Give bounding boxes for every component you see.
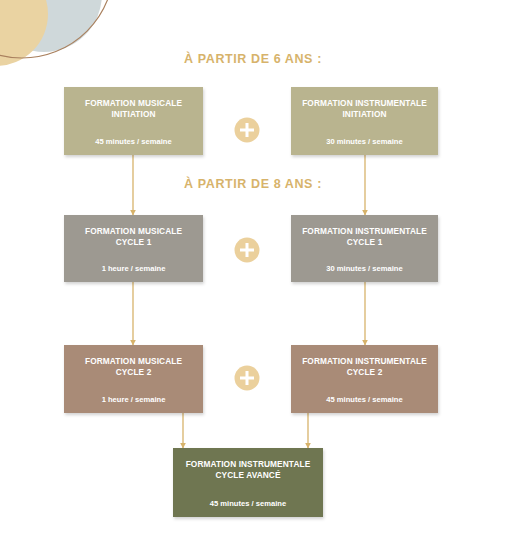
course-box: FORMATION INSTRUMENTALE CYCLE 1 30 minute… <box>291 215 438 282</box>
course-duration: 45 minutes / semaine <box>326 395 402 404</box>
course-box: FORMATION INSTRUMENTALE INITIATION 30 min… <box>291 87 438 155</box>
course-title: FORMATION INSTRUMENTALE CYCLE 2 <box>297 356 432 378</box>
course-title: FORMATION INSTRUMENTALE CYCLE AVANCÉ <box>179 459 317 481</box>
plus-symbol <box>235 366 260 391</box>
plus-symbol <box>235 118 260 143</box>
age-heading: À PARTIR DE 8 ANS : <box>184 177 322 191</box>
flow-arrow <box>182 413 183 448</box>
course-box: FORMATION MUSICALE CYCLE 1 1 heure / sema… <box>64 215 203 282</box>
course-box: FORMATION INSTRUMENTALE CYCLE 2 45 minute… <box>291 345 438 413</box>
deco-ring <box>0 0 114 58</box>
course-duration: 45 minutes / semaine <box>95 137 171 146</box>
course-duration: 30 minutes / semaine <box>326 137 402 146</box>
course-title: FORMATION INSTRUMENTALE CYCLE 1 <box>297 226 432 248</box>
course-title: FORMATION MUSICALE CYCLE 1 <box>70 226 197 248</box>
course-title: FORMATION MUSICALE INITIATION <box>70 98 197 120</box>
course-box: FORMATION INSTRUMENTALE CYCLE AVANCÉ 45 m… <box>173 448 323 517</box>
plus-symbol <box>235 238 260 263</box>
flow-arrow <box>307 413 308 448</box>
course-duration: 1 heure / semaine <box>102 395 166 404</box>
age-heading: À PARTIR DE 6 ANS : <box>184 52 322 66</box>
course-box: FORMATION MUSICALE CYCLE 2 1 heure / sema… <box>64 345 203 413</box>
course-title: FORMATION MUSICALE CYCLE 2 <box>70 356 197 378</box>
flow-arrow <box>364 155 365 215</box>
course-duration: 1 heure / semaine <box>102 264 166 273</box>
flow-arrow <box>364 282 365 345</box>
course-duration: 45 minutes / semaine <box>210 499 286 508</box>
flow-arrow <box>132 282 133 345</box>
course-duration: 30 minutes / semaine <box>326 264 402 273</box>
flow-arrow <box>132 155 133 215</box>
course-title: FORMATION INSTRUMENTALE INITIATION <box>297 98 432 120</box>
course-box: FORMATION MUSICALE INITIATION 45 minutes … <box>64 87 203 155</box>
